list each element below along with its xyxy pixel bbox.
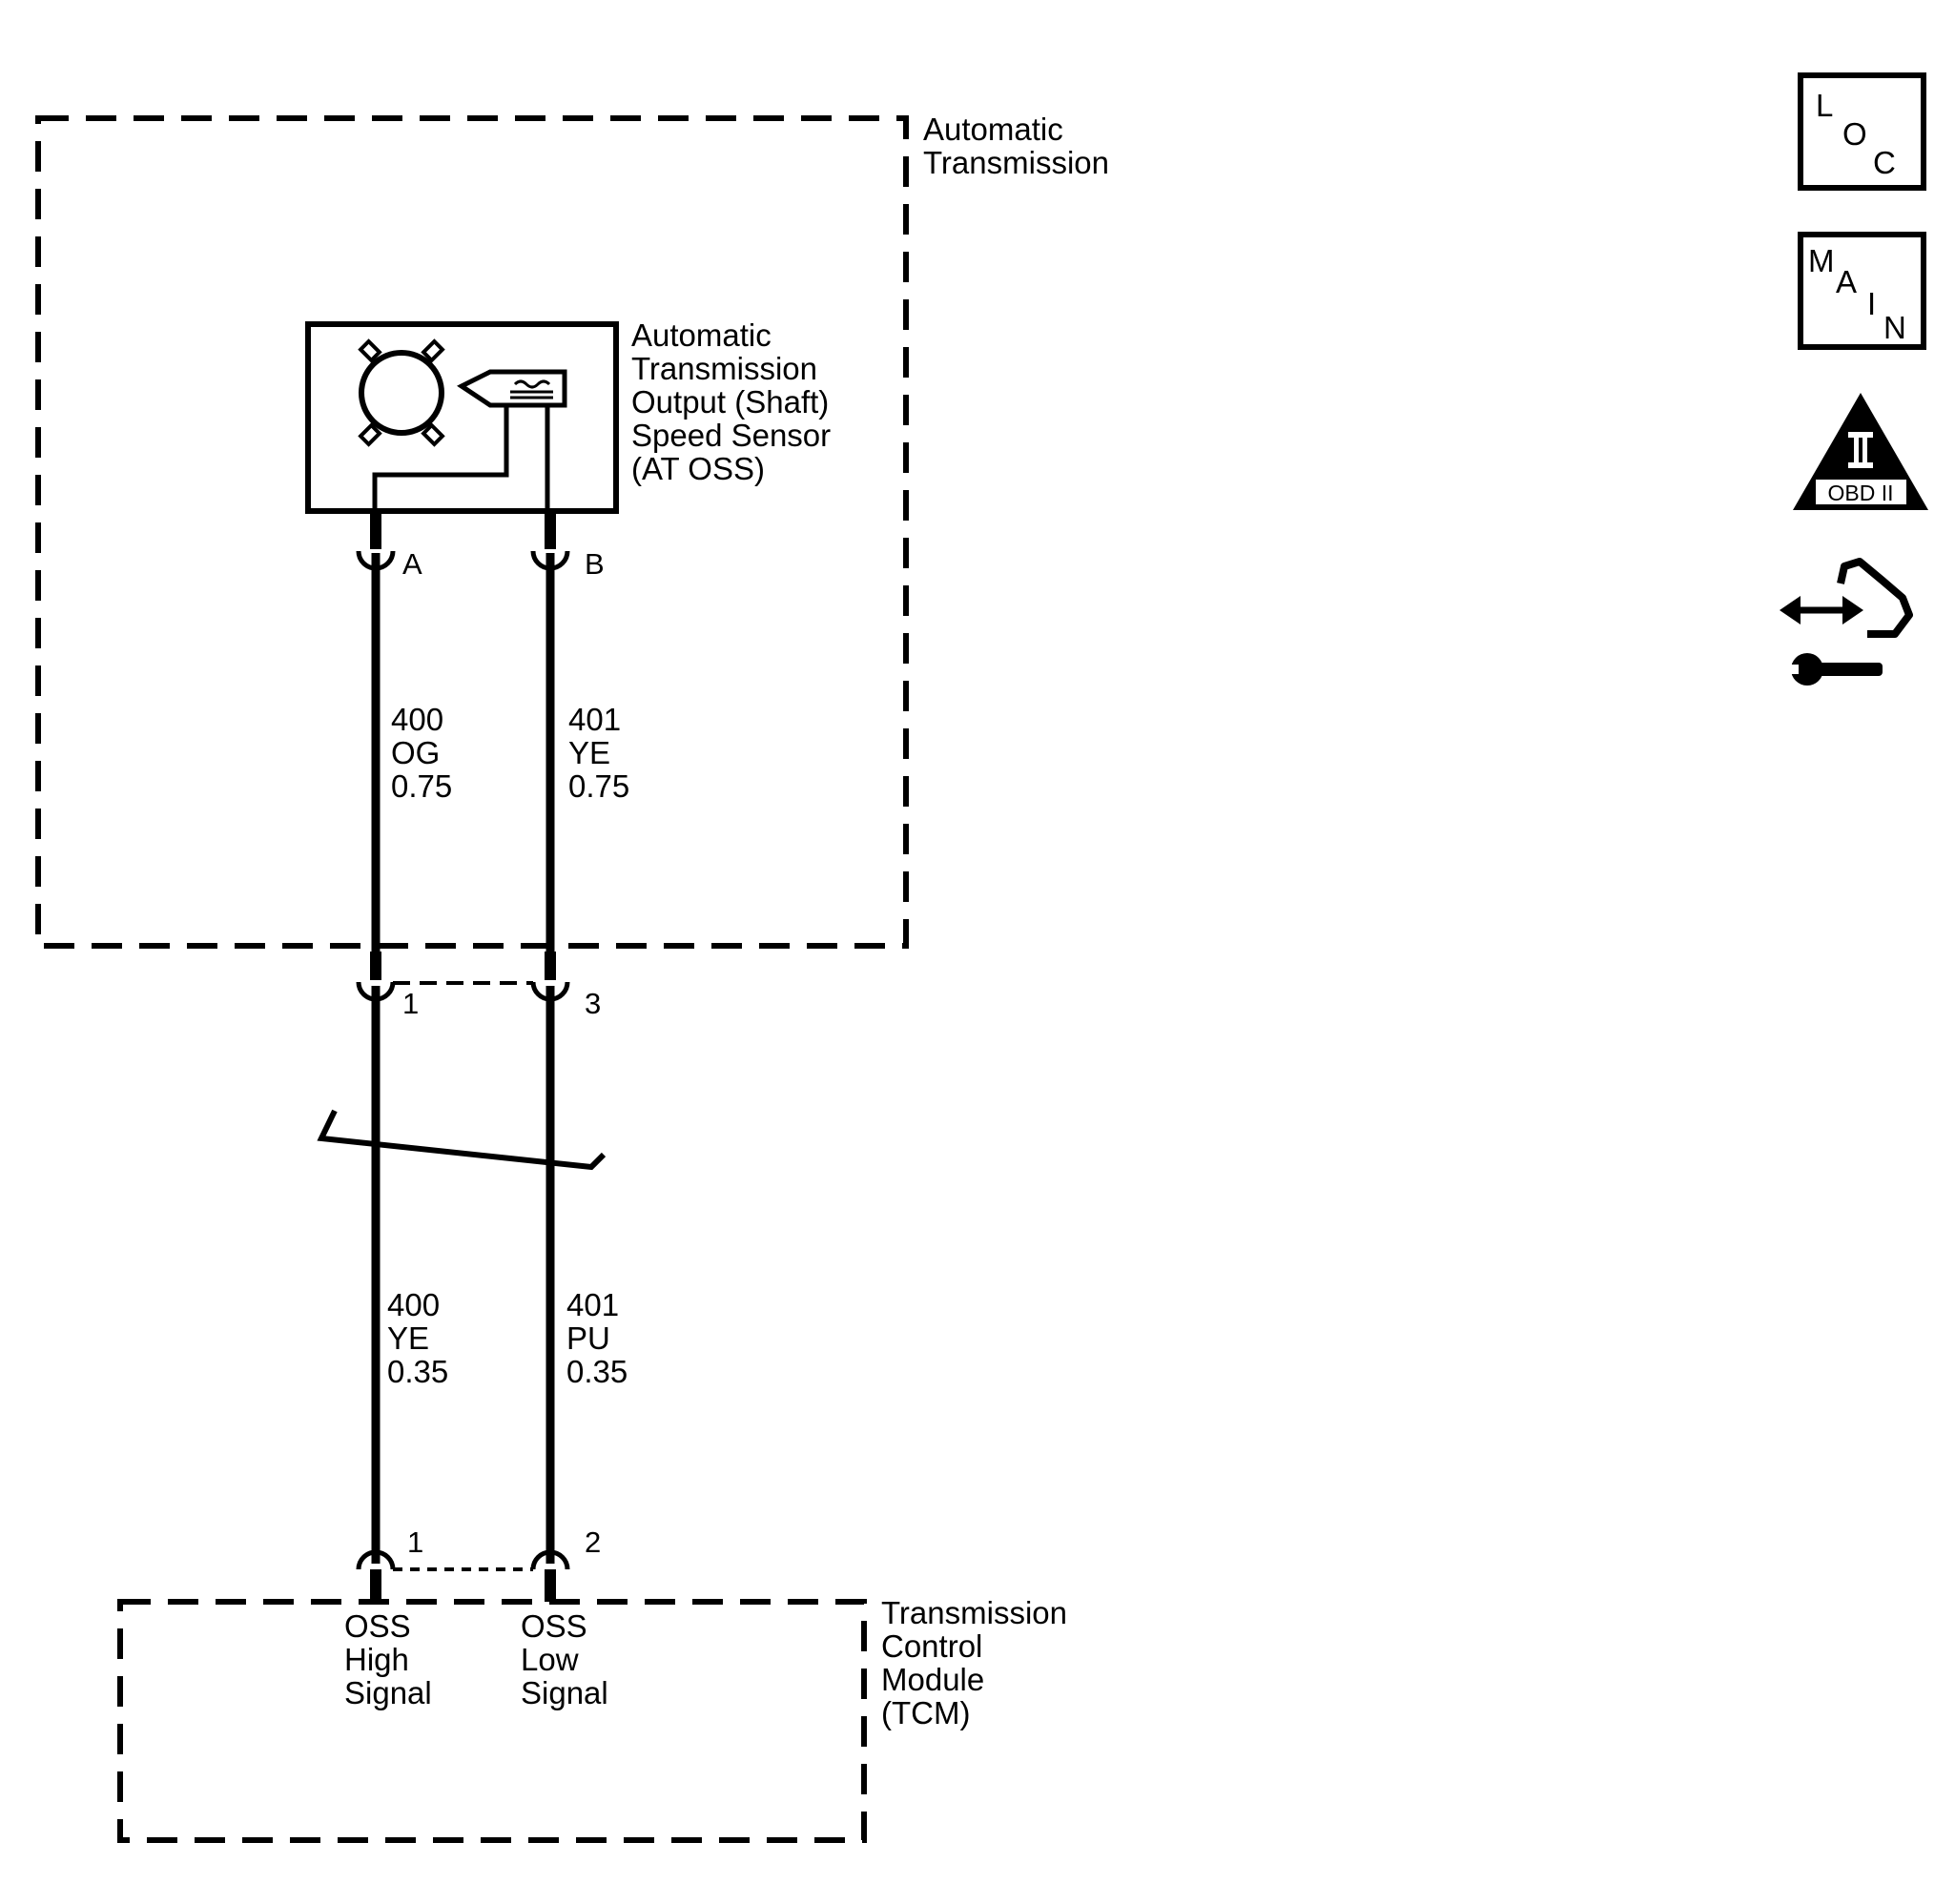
inline-pin-3: 3 (585, 987, 601, 1020)
tcm-label-line3: Module (881, 1662, 984, 1697)
transmission-label-line2: Transmission (923, 145, 1109, 180)
wire-400-lower-circuit: 400 (387, 1287, 440, 1322)
wire-401-upper-circuit: 401 (568, 702, 621, 737)
wire-401-lower-circuit: 401 (566, 1287, 619, 1322)
svg-text:A: A (1836, 264, 1857, 299)
tcm-oss-high-line1: OSS (344, 1608, 411, 1644)
sensor-label-line1: Automatic (631, 317, 772, 353)
sensor-probe-icon (457, 369, 567, 408)
wire-401-lower-color: PU (566, 1321, 610, 1356)
sensor-pin-b: B (585, 547, 605, 581)
sensor-label-line4: Speed Sensor (631, 418, 831, 453)
wire-400-upper-gauge: 0.75 (391, 768, 452, 804)
sensor-connector (356, 511, 570, 571)
wire-400-lower-gauge: 0.35 (387, 1354, 448, 1389)
wire-400-upper-circuit: 400 (391, 702, 443, 737)
tcm-connector (356, 1549, 570, 1602)
inline-connector (356, 952, 570, 1002)
wire-400-lower-color: YE (387, 1321, 429, 1356)
wire-401-upper-gauge: 0.75 (568, 768, 629, 804)
transmission-label-line1: Automatic (923, 112, 1063, 147)
tcm-boundary (117, 1599, 867, 1843)
sensor-label-line2: Transmission (631, 351, 817, 386)
tcm-oss-low-line1: OSS (521, 1608, 587, 1644)
tcm-oss-low-line3: Signal (521, 1675, 608, 1710)
tcm-label-line1: Transmission (881, 1595, 1067, 1630)
svg-text:C: C (1873, 145, 1896, 180)
transmission-boundary (35, 115, 909, 949)
svg-text:N: N (1883, 310, 1906, 345)
sensor-body (305, 321, 619, 514)
output-speed-sensor (305, 321, 619, 514)
wire-401-lower-gauge: 0.35 (566, 1354, 628, 1389)
tcm-label-line4: (TCM) (881, 1695, 970, 1730)
svg-text:I: I (1867, 286, 1876, 321)
connector-wrench-icon[interactable] (1780, 558, 1913, 686)
loc-icon[interactable]: L O C (1798, 72, 1926, 191)
obd-ii-caption: OBD II (1827, 481, 1893, 505)
sensor-pin-a: A (402, 547, 422, 581)
tcm-oss-low-line2: Low (521, 1642, 579, 1677)
sensor-gear-icon (358, 338, 445, 447)
obd-ii-icon[interactable]: II OBD II (1793, 393, 1928, 510)
sensor-label-line3: Output (Shaft) (631, 384, 829, 420)
sensor-label-line5: (AT OSS) (631, 451, 765, 486)
inline-pin-1: 1 (402, 987, 419, 1020)
wire-400-upper-color: OG (391, 735, 440, 770)
svg-text:O: O (1842, 116, 1867, 152)
tcm-oss-high-line2: High (344, 1642, 409, 1677)
tcm-pin-2: 2 (585, 1525, 601, 1559)
tcm-pin-1: 1 (407, 1525, 423, 1559)
tcm-label-line2: Control (881, 1628, 982, 1664)
tcm-oss-high-line3: Signal (344, 1675, 432, 1710)
sensor-internal-wire-a (372, 405, 509, 511)
wire-break-symbol (317, 1109, 607, 1171)
main-icon[interactable]: M A I N (1798, 232, 1926, 350)
svg-text:M: M (1808, 243, 1835, 278)
wire-401-upper-color: YE (568, 735, 610, 770)
svg-text:L: L (1816, 88, 1833, 123)
